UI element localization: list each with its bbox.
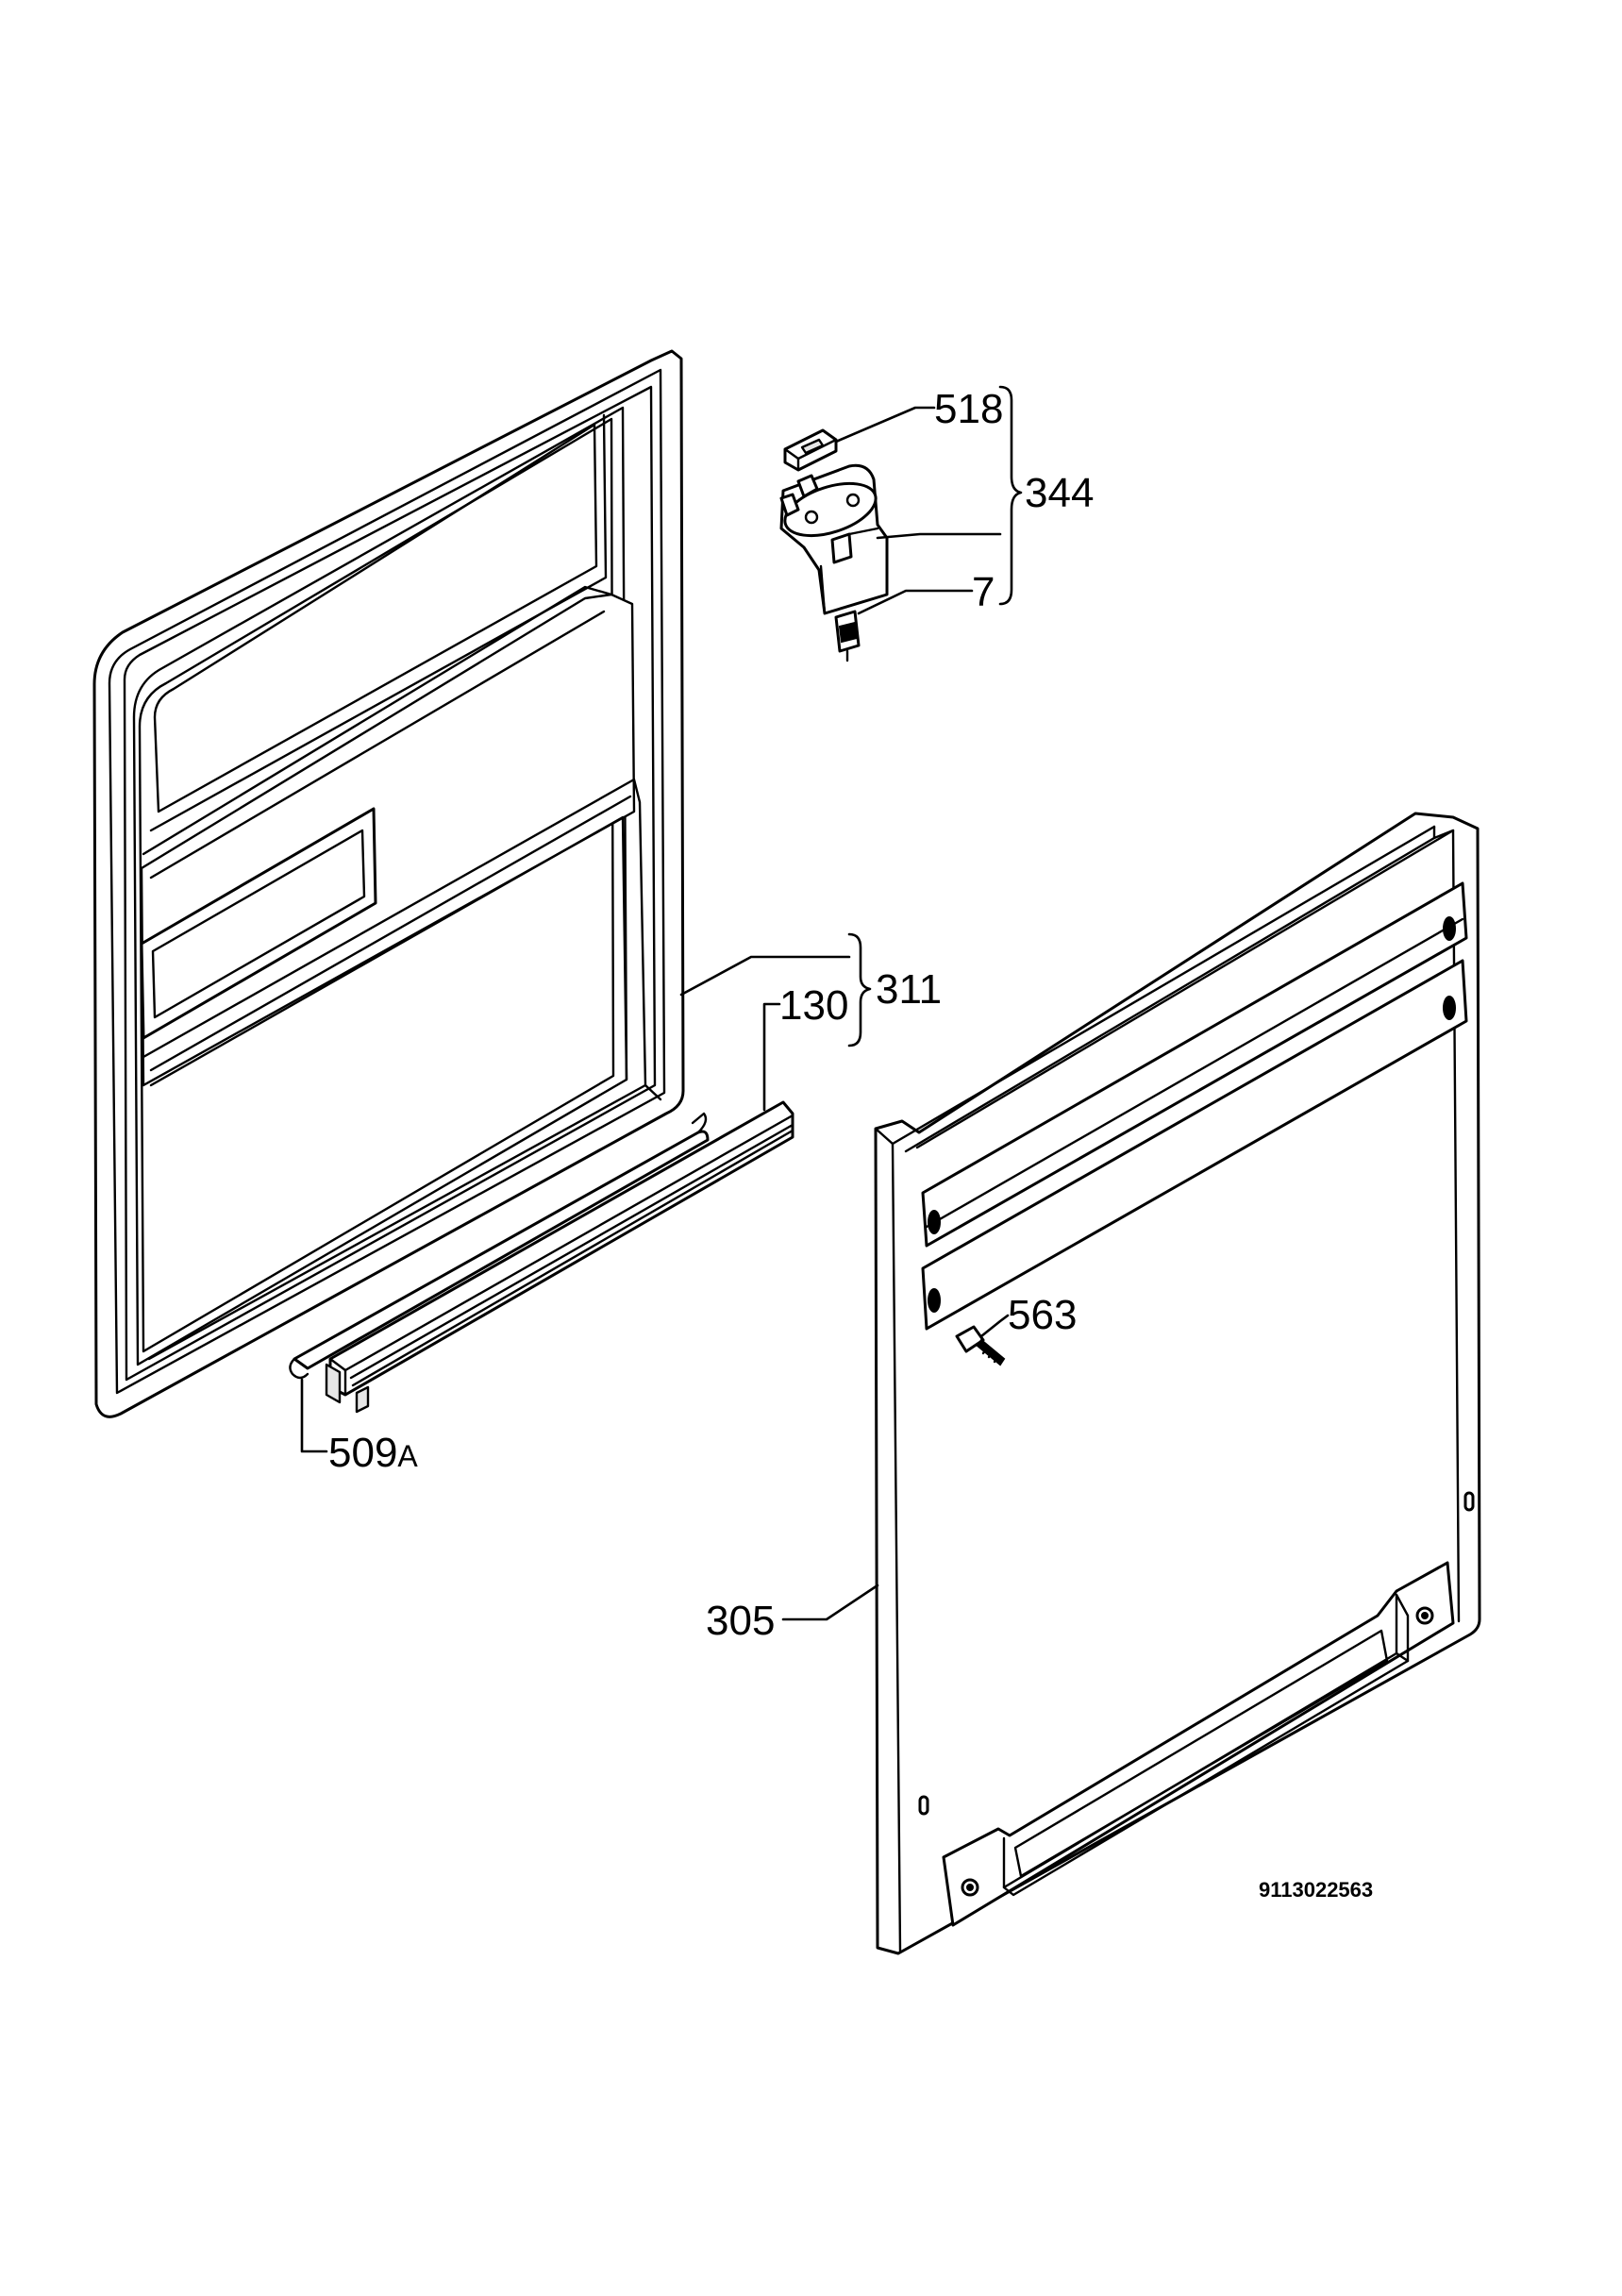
- door-lock-assembly: [779, 428, 889, 662]
- callout-509-suffix: A: [397, 1439, 418, 1473]
- inner-door-panel: [92, 349, 685, 1418]
- door-seal-profile: [325, 1100, 794, 1414]
- callout-509-number: 509: [328, 1430, 397, 1476]
- callout-344: 344: [1025, 470, 1094, 516]
- lock-catch-518: [783, 428, 838, 472]
- callout-311: 311: [876, 966, 942, 1013]
- callout-563: 563: [1008, 1292, 1077, 1338]
- bottom-hinge-rod: [289, 1112, 710, 1380]
- callout-labels: 518 344 7 311 130 509A 563 305 911302256…: [328, 386, 1373, 1902]
- callout-130: 130: [779, 982, 848, 1029]
- callout-518: 518: [934, 386, 1003, 432]
- leader-lines: [300, 385, 1023, 1621]
- outer-door-panel: [874, 812, 1481, 1955]
- callout-7: 7: [972, 569, 995, 615]
- keyhole-slots: [928, 916, 1456, 1313]
- callout-305: 305: [706, 1598, 775, 1644]
- document-number: 9113022563: [1259, 1878, 1373, 1902]
- lock-body-344: [779, 463, 889, 615]
- callout-509a: 509A: [328, 1430, 418, 1476]
- lock-switch-7: [834, 610, 861, 662]
- screw-563: [955, 1325, 1006, 1366]
